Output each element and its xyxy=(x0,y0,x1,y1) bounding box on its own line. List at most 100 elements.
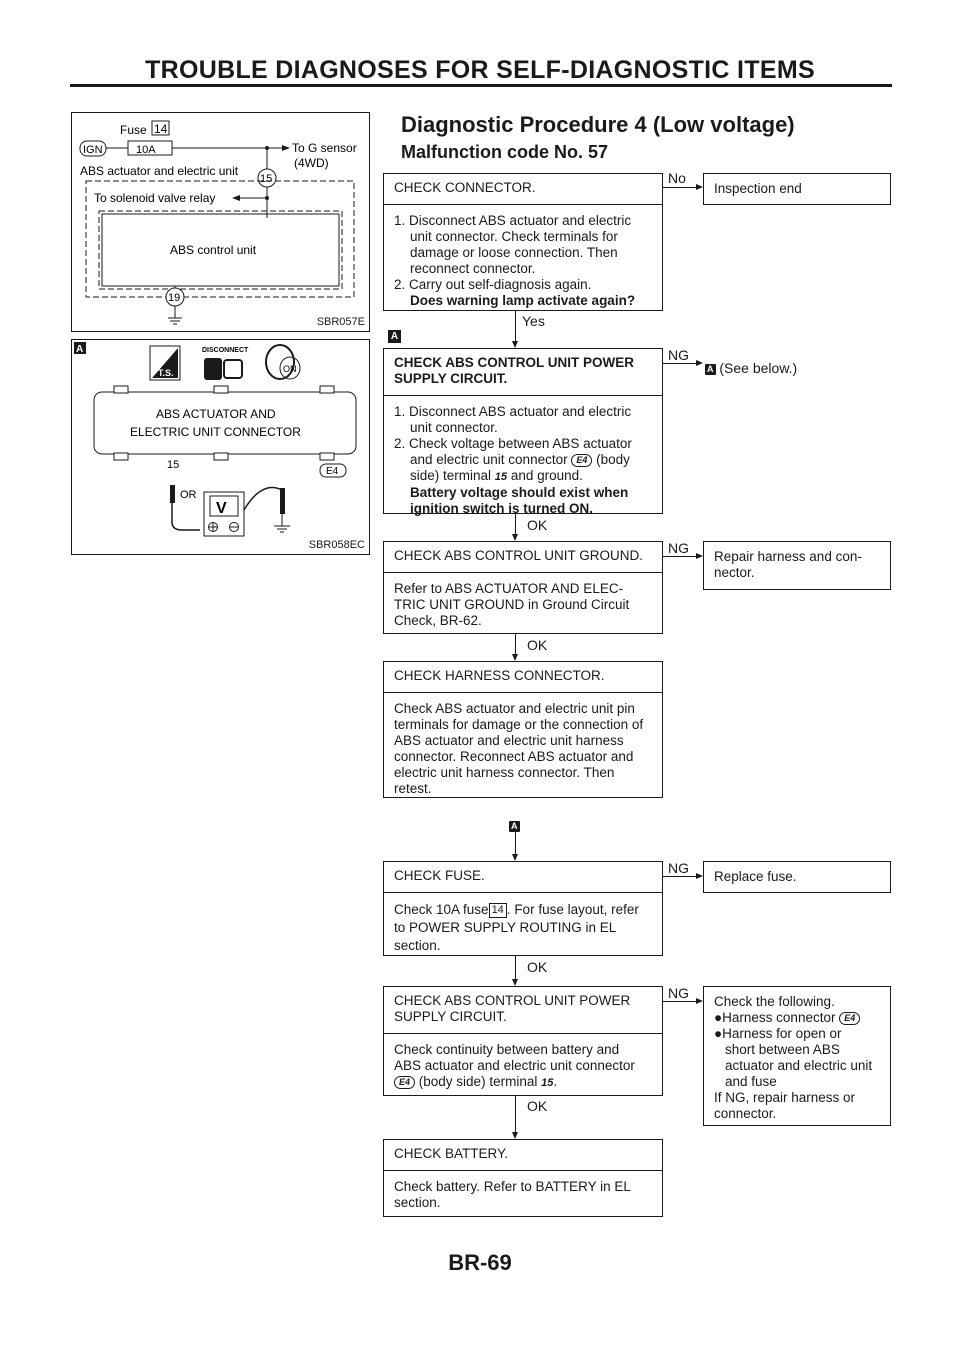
connector-e4-icon: E4 xyxy=(839,1011,861,1025)
terminal-15-icon: 15 xyxy=(541,1077,554,1089)
bullet-icon: ● xyxy=(714,1010,723,1025)
step-line: Check continuity between battery and xyxy=(394,1042,620,1057)
step-line: connector. Reconnect ABS actuator and xyxy=(394,749,634,764)
step-heading: CHECK ABS CONTROL UNIT POWER SUPPLY CIRC… xyxy=(384,349,662,396)
step-line: 1. Disconnect ABS actuator and electric xyxy=(394,404,632,419)
text: side) terminal xyxy=(410,468,492,483)
connector-line xyxy=(515,514,516,534)
step-line: E4 (body side) terminal 15. xyxy=(394,1074,652,1091)
step-line: section. xyxy=(394,938,441,953)
connector-line xyxy=(515,956,516,979)
figure-code-2: SBR058EC xyxy=(308,539,365,551)
result-text: Inspection end xyxy=(714,181,802,196)
connector-name-line2: ELECTRIC UNIT CONNECTOR xyxy=(130,425,301,439)
heading-line: CHECK ABS CONTROL UNIT POWER xyxy=(394,993,631,1008)
result-line: actuator and electric unit xyxy=(725,1058,873,1073)
step-line: unit connector. xyxy=(410,420,498,435)
figure-code-1: SBR057E xyxy=(316,316,365,328)
arrow-right xyxy=(696,360,703,366)
join-ref-a: A xyxy=(509,818,520,836)
step-line: 1. Disconnect ABS actuator and electric xyxy=(394,213,632,228)
step-line: terminals for damage or the connection o… xyxy=(394,717,644,732)
ign-label: IGN xyxy=(83,144,103,156)
to-g-sensor-label: To G sensor xyxy=(292,141,357,155)
arrow-right xyxy=(696,184,703,190)
step-line: 2. Carry out self-diagnosis again. xyxy=(394,277,592,292)
text: Check 10A fuse xyxy=(394,902,489,917)
connector-id: E4 xyxy=(326,466,339,477)
arrow-down xyxy=(512,854,518,861)
pin-15-label: 15 xyxy=(260,173,272,185)
text: (body side) terminal xyxy=(418,1074,538,1089)
step-marker-a: A xyxy=(388,330,401,343)
text: and ground. xyxy=(510,468,583,483)
result-line: nector. xyxy=(714,565,755,580)
terminal-15-icon: 15 xyxy=(494,471,508,483)
branch-yes-label: Yes xyxy=(522,313,545,329)
unit-label: ABS actuator and electric unit xyxy=(80,164,239,178)
text: . xyxy=(553,1074,558,1089)
arrow-down xyxy=(512,341,518,348)
arrow-down xyxy=(512,534,518,541)
step-line: TRIC UNIT GROUND in Ground Circuit xyxy=(394,597,630,612)
step-line: section. xyxy=(394,1195,441,1210)
step-heading: CHECK FUSE. xyxy=(384,862,662,893)
connector-check-svg: A T.S. DISCONNECT ON ABS ACTUATOR AND EL… xyxy=(74,342,357,537)
marker-letter: A xyxy=(390,331,399,342)
result-line: ●Harness connector E4 xyxy=(714,1010,880,1026)
result-line: Repair harness and con- xyxy=(714,549,862,564)
fuse-amp: 10A xyxy=(136,144,156,156)
step-line: Check ABS actuator and electric unit pin xyxy=(394,701,635,716)
connector-line xyxy=(663,1001,696,1002)
step-line: Does warning lamp activate again? xyxy=(410,293,636,308)
branch-no-label: No xyxy=(668,170,686,186)
arrow-down xyxy=(512,1132,518,1139)
step-check-power-continuity: CHECK ABS CONTROL UNIT POWER SUPPLY CIRC… xyxy=(383,986,663,1096)
result-text: (See below.) xyxy=(719,360,798,376)
malfunction-code: Malfunction code No. 57 xyxy=(401,142,609,162)
result-text: Replace fuse. xyxy=(714,869,797,884)
step-body: 1. Disconnect ABS actuator and electric … xyxy=(384,396,662,523)
result-inspection-end: Inspection end xyxy=(703,173,891,205)
step-line: ignition switch is turned ON. xyxy=(410,501,594,516)
branch-ok-label: OK xyxy=(527,517,548,533)
four-wd-label: (4WD) xyxy=(294,156,329,170)
step-body: 1. Disconnect ABS actuator and electric … xyxy=(384,205,662,315)
result-line: If NG, repair harness or xyxy=(714,1090,856,1105)
connector-line xyxy=(663,363,696,364)
step-heading: CHECK BATTERY. xyxy=(384,1140,662,1171)
result-replace-fuse: Replace fuse. xyxy=(703,861,891,893)
wiring-diagram-figure: Fuse 14 IGN 10A To G sensor (4WD) ABS ac… xyxy=(71,112,370,332)
text: . For fuse layout, refer xyxy=(506,902,639,917)
heading-line: CHECK ABS CONTROL UNIT POWER xyxy=(394,355,635,370)
text: Harness connector xyxy=(722,1010,836,1025)
result-check-following: Check the following. ●Harness connector … xyxy=(703,986,891,1126)
connector-line xyxy=(515,832,516,854)
text: and electric unit connector xyxy=(410,452,568,467)
ref-a-icon: A xyxy=(509,821,520,833)
arrow-right xyxy=(696,553,703,559)
connector-check-figure: A T.S. DISCONNECT ON ABS ACTUATOR AND EL… xyxy=(71,339,370,555)
fuse-number: 14 xyxy=(154,122,168,136)
connector-name-line1: ABS ACTUATOR AND xyxy=(156,407,276,421)
result-line: and fuse xyxy=(725,1074,777,1089)
fuse-label: Fuse xyxy=(120,123,147,137)
pin-19-label: 19 xyxy=(168,292,180,304)
ts-label: T.S. xyxy=(158,368,174,378)
branch-ok-label: OK xyxy=(527,637,548,653)
arrow-down xyxy=(512,654,518,661)
step-body: Check continuity between battery and ABS… xyxy=(384,1034,662,1097)
connector-line xyxy=(663,187,696,188)
connector-line xyxy=(663,556,696,557)
step-line: Check battery. Refer to BATTERY in EL xyxy=(394,1179,631,1194)
branch-ok-label: OK xyxy=(527,1098,548,1114)
relay-label: To solenoid valve relay xyxy=(94,191,215,205)
step-heading: CHECK ABS CONTROL UNIT POWER SUPPLY CIRC… xyxy=(384,987,662,1034)
branch-ng-label: NG xyxy=(668,985,689,1001)
procedure-title: Diagnostic Procedure 4 (Low voltage) xyxy=(401,112,795,137)
step-line: Check, BR-62. xyxy=(394,613,482,628)
result-line: Check the following. xyxy=(714,994,835,1009)
